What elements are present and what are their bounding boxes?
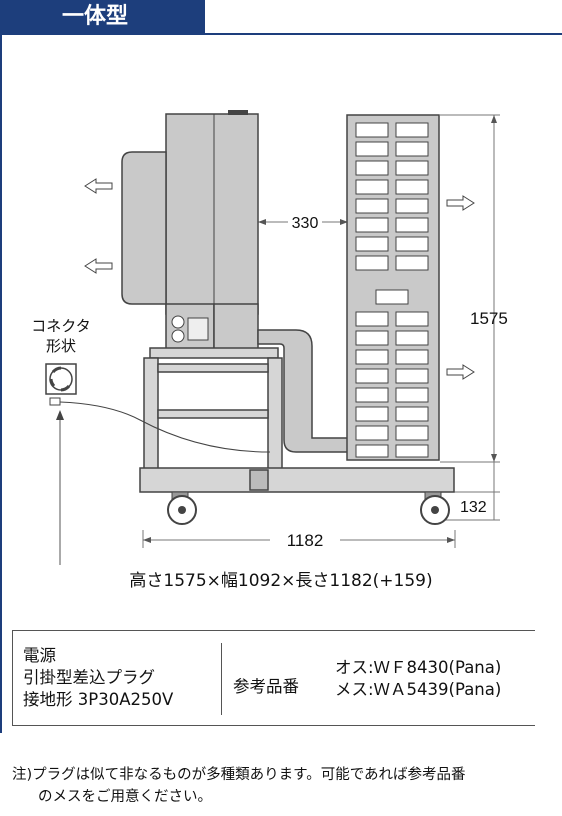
power-label: 電源 <box>23 646 56 665</box>
dim-132: 132 <box>460 499 487 516</box>
section-title-tab: 一体型 <box>0 0 205 33</box>
airflow-right-arrow-bottom <box>446 364 475 380</box>
title-underline <box>0 33 562 35</box>
airflow-right-arrow-top <box>446 195 475 211</box>
airflow-arrows <box>84 178 475 380</box>
connector-label: コネクタ 形状 <box>16 316 106 356</box>
dim-1182: 1182 <box>287 531 324 550</box>
note-line2: のメスをご用意ください。 <box>38 789 212 805</box>
left-unit <box>121 110 259 351</box>
overall-dimensions: 高さ1575×幅1092×長さ1182(+159) <box>129 571 433 591</box>
note: 注)プラグは似て非なるものが多種類あります。可能であれば参考品番 のメスをご用意… <box>12 764 552 808</box>
duct <box>257 329 351 453</box>
stand-frame <box>139 347 455 493</box>
power-spec: 電源 引掛型差込プラグ 接地形 3P30A250V <box>23 645 173 711</box>
connector-label-line2: 形状 <box>45 337 76 355</box>
plug-rating: 接地形 3P30A250V <box>23 690 174 709</box>
left-border <box>0 33 2 733</box>
female-part-number: メス:ＷＡ5439(Pana) <box>335 680 502 699</box>
note-line1: 注)プラグは似て非なるものが多種類あります。可能であれば参考品番 <box>12 767 466 783</box>
airflow-left-arrow-bottom <box>84 258 113 274</box>
dim-1575: 1575 <box>470 309 508 328</box>
connector-label-line1: コネクタ <box>31 317 91 335</box>
section-title: 一体型 <box>62 4 129 29</box>
right-unit <box>346 114 440 461</box>
dim-330: 330 <box>292 215 319 232</box>
dimension-arrows <box>143 115 497 543</box>
male-part-number: オス:ＷＦ8430(Pana) <box>335 658 502 677</box>
connector-symbol <box>45 363 77 395</box>
plug <box>49 397 61 406</box>
airflow-left-arrow-top <box>84 178 113 194</box>
leader-arrow <box>56 410 64 420</box>
plug-type: 引掛型差込プラグ <box>23 668 155 687</box>
power-cord <box>59 401 271 453</box>
reference-label: 参考品番 <box>233 677 299 696</box>
unit-diagram: 330 1575 1182 132 <box>45 110 508 565</box>
power-spec-box: 電源 引掛型差込プラグ 接地形 3P30A250V 参考品番 オス:ＷＦ8430… <box>12 630 535 726</box>
casters <box>167 491 450 525</box>
reference-parts: オス:ＷＦ8430(Pana) メス:ＷＡ5439(Pana) <box>335 657 501 701</box>
spec-divider <box>221 643 222 715</box>
